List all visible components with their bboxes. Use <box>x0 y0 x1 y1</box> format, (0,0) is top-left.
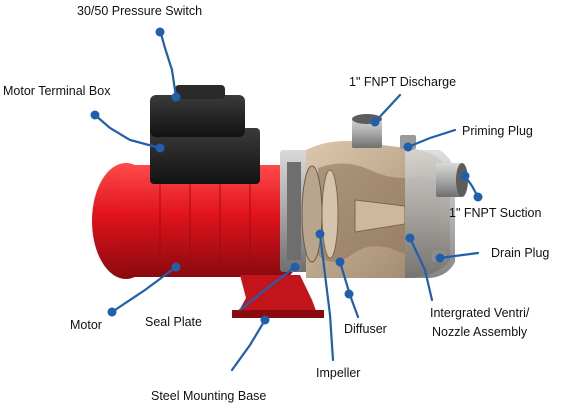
mounting-base <box>236 275 318 316</box>
label-suction: 1" FNPT Suction <box>449 206 542 220</box>
callout-priming-plug <box>406 128 457 149</box>
label-motor: Motor <box>70 318 102 332</box>
motor-body <box>122 165 294 277</box>
callout-dots <box>90 27 483 325</box>
callout-nozzle <box>408 236 434 302</box>
label-impeller: Impeller <box>316 366 361 380</box>
diffuser-shape <box>321 169 339 259</box>
callout-motor <box>110 265 178 314</box>
label-priming-plug: Priming Plug <box>462 124 533 138</box>
label-pressure-switch: 30/50 Pressure Switch <box>77 4 203 18</box>
callout-drain-plug <box>438 251 480 260</box>
impeller-shape <box>301 165 323 263</box>
pressure-switch-cap <box>175 85 225 99</box>
callout-pressure-switch <box>158 28 178 99</box>
label-nozzle-line2: Nozzle Assembly <box>432 325 528 339</box>
motor-fins <box>159 170 251 274</box>
label-diffuser: Diffuser <box>344 322 387 336</box>
suction-port <box>436 163 462 197</box>
label-terminal-box: Motor Terminal Box <box>3 84 111 98</box>
callout-mounting-base <box>230 318 267 372</box>
terminal-box <box>150 128 260 184</box>
seal-plate-inner <box>287 162 301 260</box>
callout-terminal-box <box>93 113 162 150</box>
label-seal-plate: Seal Plate <box>145 315 202 329</box>
pressure-switch-body <box>150 95 245 137</box>
callout-seal-plate <box>238 265 297 312</box>
callout-impeller <box>318 232 335 362</box>
callout-discharge <box>373 93 402 124</box>
label-discharge: 1" FNPT Discharge <box>349 75 457 89</box>
label-drain-plug: Drain Plug <box>491 246 550 260</box>
callouts <box>93 28 480 372</box>
label-mounting-base: Steel Mounting Base <box>151 389 267 403</box>
label-nozzle-line1: Intergrated Ventri/ <box>430 306 530 320</box>
mounting-base-foot <box>232 310 324 318</box>
